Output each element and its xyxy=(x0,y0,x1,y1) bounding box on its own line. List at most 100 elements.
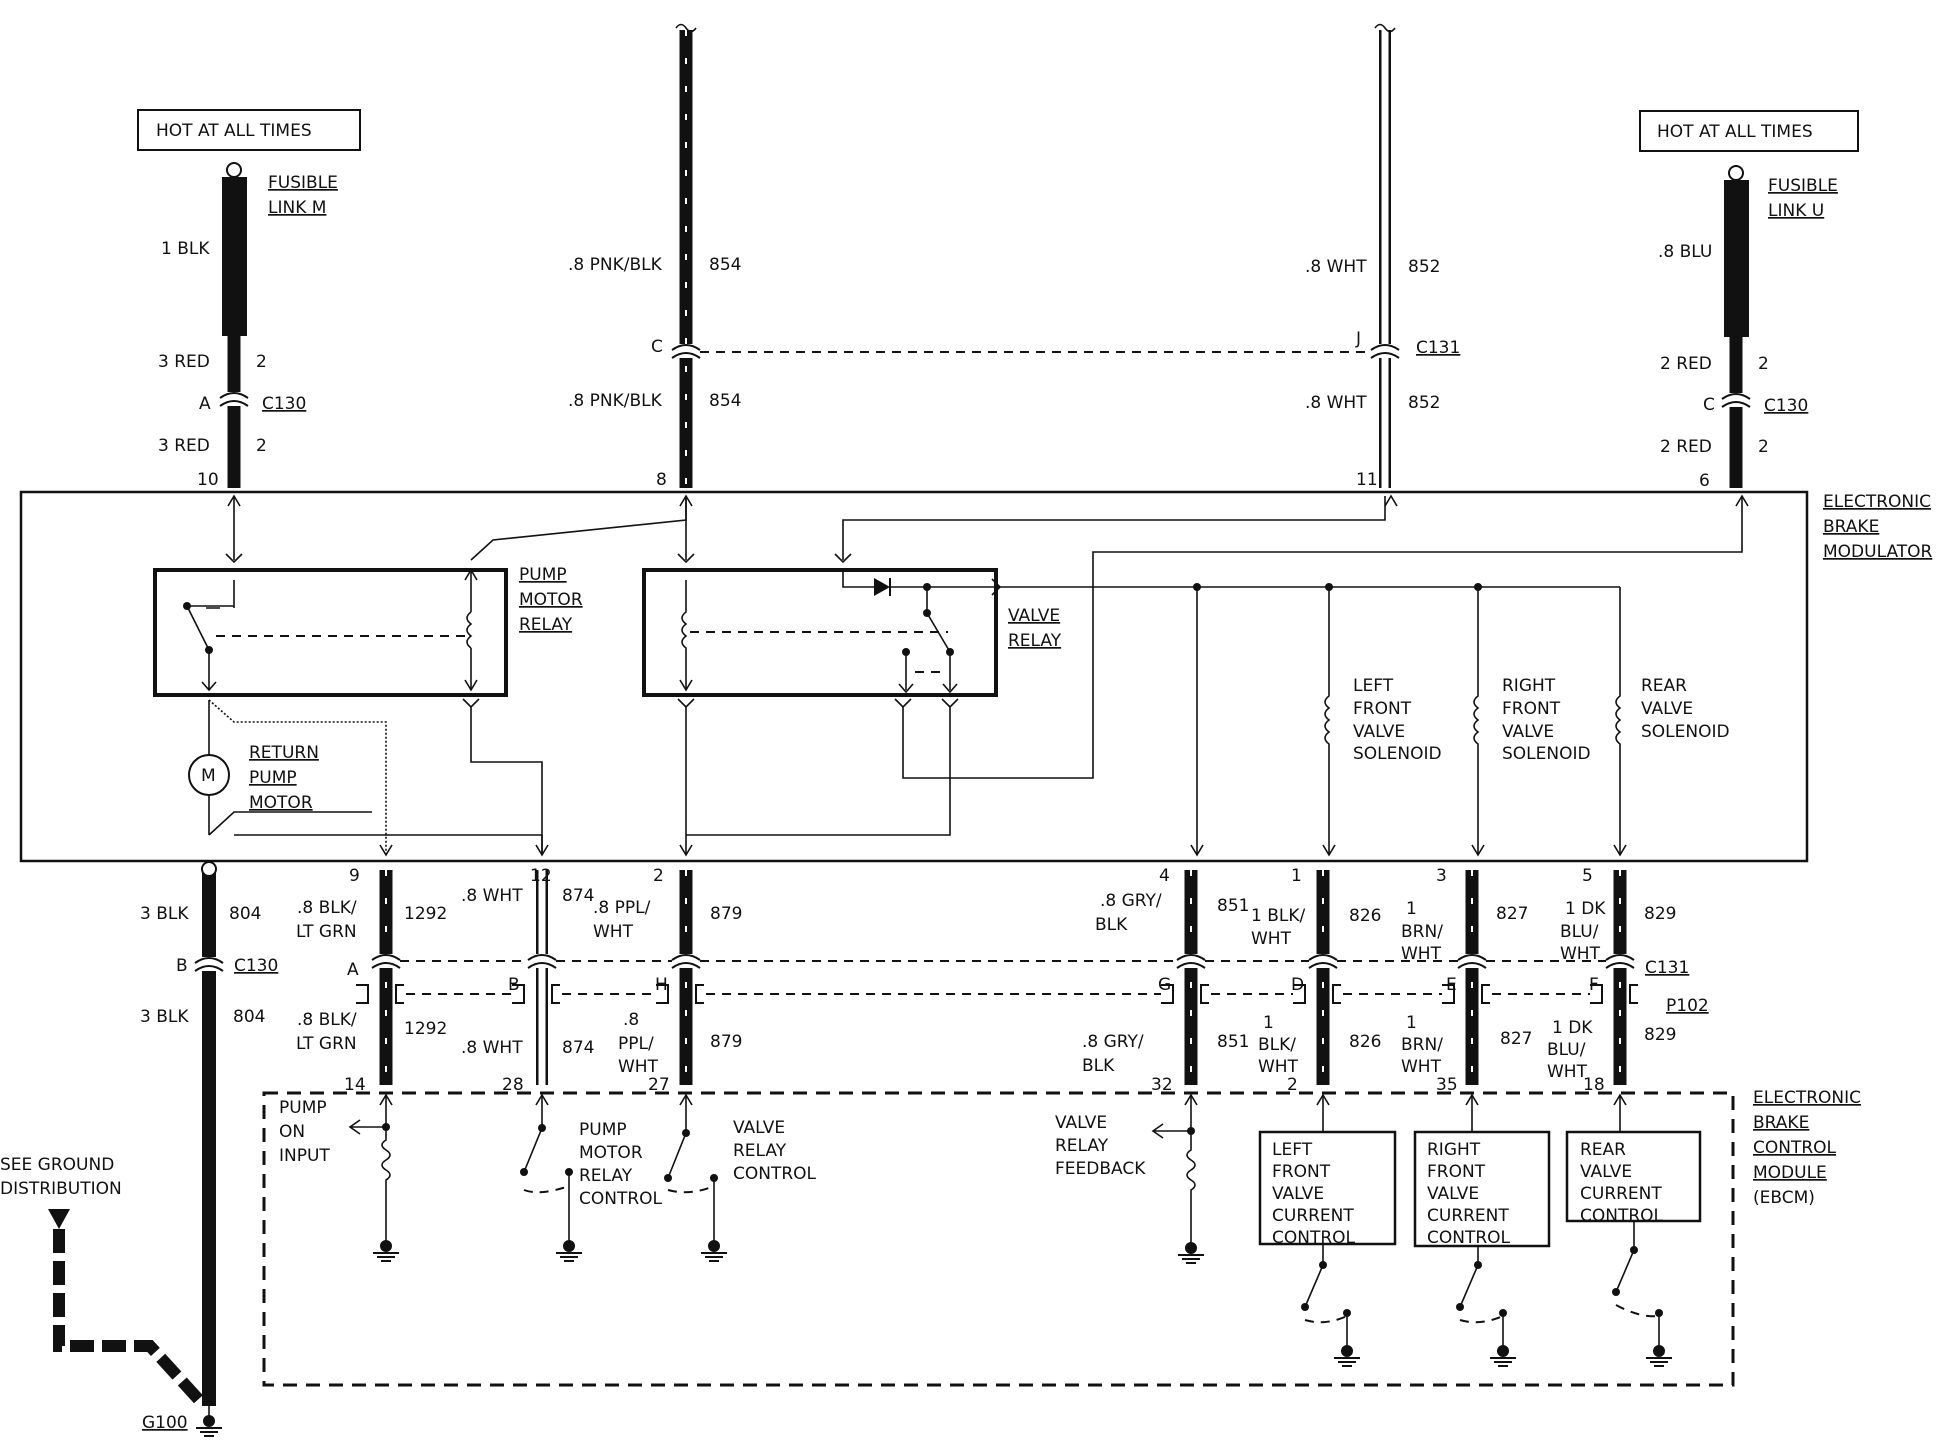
svg-text:WHT: WHT xyxy=(1258,1057,1299,1077)
svg-text:827: 827 xyxy=(1500,1029,1532,1049)
svg-text:PUMP: PUMP xyxy=(249,768,297,788)
svg-text:1 DK: 1 DK xyxy=(1565,899,1606,919)
svg-text:1292: 1292 xyxy=(404,1019,447,1039)
svg-text:.8 BLK/: .8 BLK/ xyxy=(297,898,357,918)
svg-text:CONTROL: CONTROL xyxy=(1753,1138,1837,1158)
svg-text:827: 827 xyxy=(1496,904,1528,924)
electronic-brake-modulator: ELECTRONIC BRAKE MODULATOR PUMP MOTOR RE… xyxy=(19,490,1933,863)
c131-label-bottom: C131 xyxy=(1645,958,1689,978)
svg-text:RIGHT: RIGHT xyxy=(1502,676,1556,696)
svg-text:PUMP: PUMP xyxy=(579,1120,627,1140)
svg-text:RELAY: RELAY xyxy=(579,1166,633,1186)
valve-relay xyxy=(642,568,998,697)
see-ground-distribution-line2: DISTRIBUTION xyxy=(0,1179,122,1199)
svg-text:854: 854 xyxy=(709,255,741,275)
svg-text:RETURN: RETURN xyxy=(249,743,319,763)
svg-text:FRONT: FRONT xyxy=(1353,699,1412,719)
svg-text:2 RED: 2 RED xyxy=(1660,354,1712,374)
rear-valve-current-control: REAR VALVE CURRENT CONTROL xyxy=(1565,1095,1702,1367)
bottom-wire-labels: 3 BLK 804 B C130 3 BLK 804 9 .8 BLK/ LT … xyxy=(140,866,1709,1095)
svg-text:SOLENOID: SOLENOID xyxy=(1641,722,1730,742)
svg-text:BLU/: BLU/ xyxy=(1547,1040,1586,1060)
svg-text:874: 874 xyxy=(562,1038,594,1058)
svg-text:MODULATOR: MODULATOR xyxy=(1823,542,1933,562)
svg-text:2: 2 xyxy=(1287,1075,1298,1095)
svg-text:BLK: BLK xyxy=(1095,915,1128,935)
svg-text:WHT: WHT xyxy=(1401,944,1442,964)
bottom-wire-tracks xyxy=(194,861,1638,1406)
ebcm-module: ELECTRONIC BRAKE CONTROL MODULE (EBCM) P… xyxy=(262,1088,1861,1387)
c131-j-break xyxy=(1370,344,1400,359)
c130-ground-break xyxy=(194,957,224,972)
svg-text:LEFT: LEFT xyxy=(1353,676,1394,696)
svg-text:27: 27 xyxy=(648,1075,670,1095)
power-labels: HOT AT ALL TIMES HOT AT ALL TIMES FUSIBL… xyxy=(137,109,1859,337)
svg-text:2: 2 xyxy=(653,866,664,886)
svg-text:CONTROL: CONTROL xyxy=(1427,1228,1511,1248)
svg-text:C: C xyxy=(651,337,663,357)
svg-text:CONTROL: CONTROL xyxy=(1580,1206,1664,1226)
top-wire-labels: 1 BLK 3 RED 2 A C130 3 RED 2 10 .8 PNK/B… xyxy=(158,239,1808,491)
svg-text:BLK: BLK xyxy=(1082,1056,1115,1076)
c131-c-break xyxy=(671,344,701,359)
svg-text:ON: ON xyxy=(279,1122,305,1142)
svg-text:REAR: REAR xyxy=(1580,1140,1626,1160)
svg-text:CURRENT: CURRENT xyxy=(1580,1184,1662,1204)
svg-text:1 BLK: 1 BLK xyxy=(161,239,210,259)
svg-text:VALVE: VALVE xyxy=(1008,606,1060,626)
svg-text:VALVE: VALVE xyxy=(1580,1162,1632,1182)
svg-text:VALVE: VALVE xyxy=(1641,699,1693,719)
svg-text:MOTOR: MOTOR xyxy=(519,590,583,610)
see-ground-distribution-line1: SEE GROUND xyxy=(0,1155,114,1175)
return-pump-motor: M RETURN PUMP MOTOR xyxy=(188,700,319,835)
svg-text:VALVE: VALVE xyxy=(1272,1184,1324,1204)
fusible-link-u xyxy=(1724,180,1749,337)
svg-text:RELAY: RELAY xyxy=(1055,1136,1109,1156)
svg-text:2: 2 xyxy=(256,352,267,372)
svg-text:.8 BLU: .8 BLU xyxy=(1658,242,1712,262)
svg-text:3 RED: 3 RED xyxy=(158,352,210,372)
svg-text:VALVE: VALVE xyxy=(1502,722,1554,742)
svg-text:RIGHT: RIGHT xyxy=(1427,1140,1481,1160)
svg-text:J: J xyxy=(1355,329,1361,349)
svg-text:.8 BLK/: .8 BLK/ xyxy=(297,1010,357,1030)
svg-text:WHT: WHT xyxy=(1251,929,1292,949)
svg-text:14: 14 xyxy=(344,1075,366,1095)
svg-text:RELAY: RELAY xyxy=(1008,631,1062,651)
svg-text:C: C xyxy=(1703,395,1715,415)
fusible-link-m xyxy=(222,177,247,336)
svg-text:PUMP: PUMP xyxy=(279,1098,327,1118)
svg-text:852: 852 xyxy=(1408,257,1440,277)
c130-left-break xyxy=(219,392,249,407)
svg-text:18: 18 xyxy=(1583,1075,1605,1095)
svg-text:WHT: WHT xyxy=(1401,1057,1442,1077)
svg-text:10: 10 xyxy=(197,470,219,490)
svg-text:8: 8 xyxy=(656,470,667,490)
right-front-valve-current-control: RIGHT FRONT VALVE CURRENT CONTROL xyxy=(1413,1095,1551,1367)
svg-text:BLU/: BLU/ xyxy=(1560,922,1599,942)
svg-text:FRONT: FRONT xyxy=(1272,1162,1331,1182)
svg-text:WHT: WHT xyxy=(1547,1062,1588,1082)
svg-text:SOLENOID: SOLENOID xyxy=(1353,744,1442,764)
svg-text:G: G xyxy=(1158,975,1171,995)
svg-text:BRAKE: BRAKE xyxy=(1753,1113,1809,1133)
svg-text:2: 2 xyxy=(1758,437,1769,457)
svg-text:9: 9 xyxy=(349,866,360,886)
svg-text:CURRENT: CURRENT xyxy=(1272,1206,1354,1226)
ground-distribution: SEE GROUND DISTRIBUTION G100 xyxy=(0,1155,223,1437)
svg-text:851: 851 xyxy=(1217,1032,1249,1052)
pump-on-input: PUMP ON INPUT xyxy=(279,1095,400,1262)
svg-text:B: B xyxy=(508,975,520,995)
svg-text:F: F xyxy=(1589,975,1599,995)
svg-text:5: 5 xyxy=(1582,866,1593,886)
svg-text:826: 826 xyxy=(1349,906,1381,926)
svg-text:874: 874 xyxy=(562,886,594,906)
svg-text:BLK/: BLK/ xyxy=(1258,1035,1296,1055)
svg-text:3: 3 xyxy=(1436,866,1447,886)
svg-text:851: 851 xyxy=(1217,896,1249,916)
svg-text:CURRENT: CURRENT xyxy=(1427,1206,1509,1226)
c131-break-row xyxy=(371,954,1635,969)
svg-text:1: 1 xyxy=(1291,866,1302,886)
valve-relay-feedback: VALVE RELAY FEEDBACK xyxy=(1055,1095,1205,1264)
